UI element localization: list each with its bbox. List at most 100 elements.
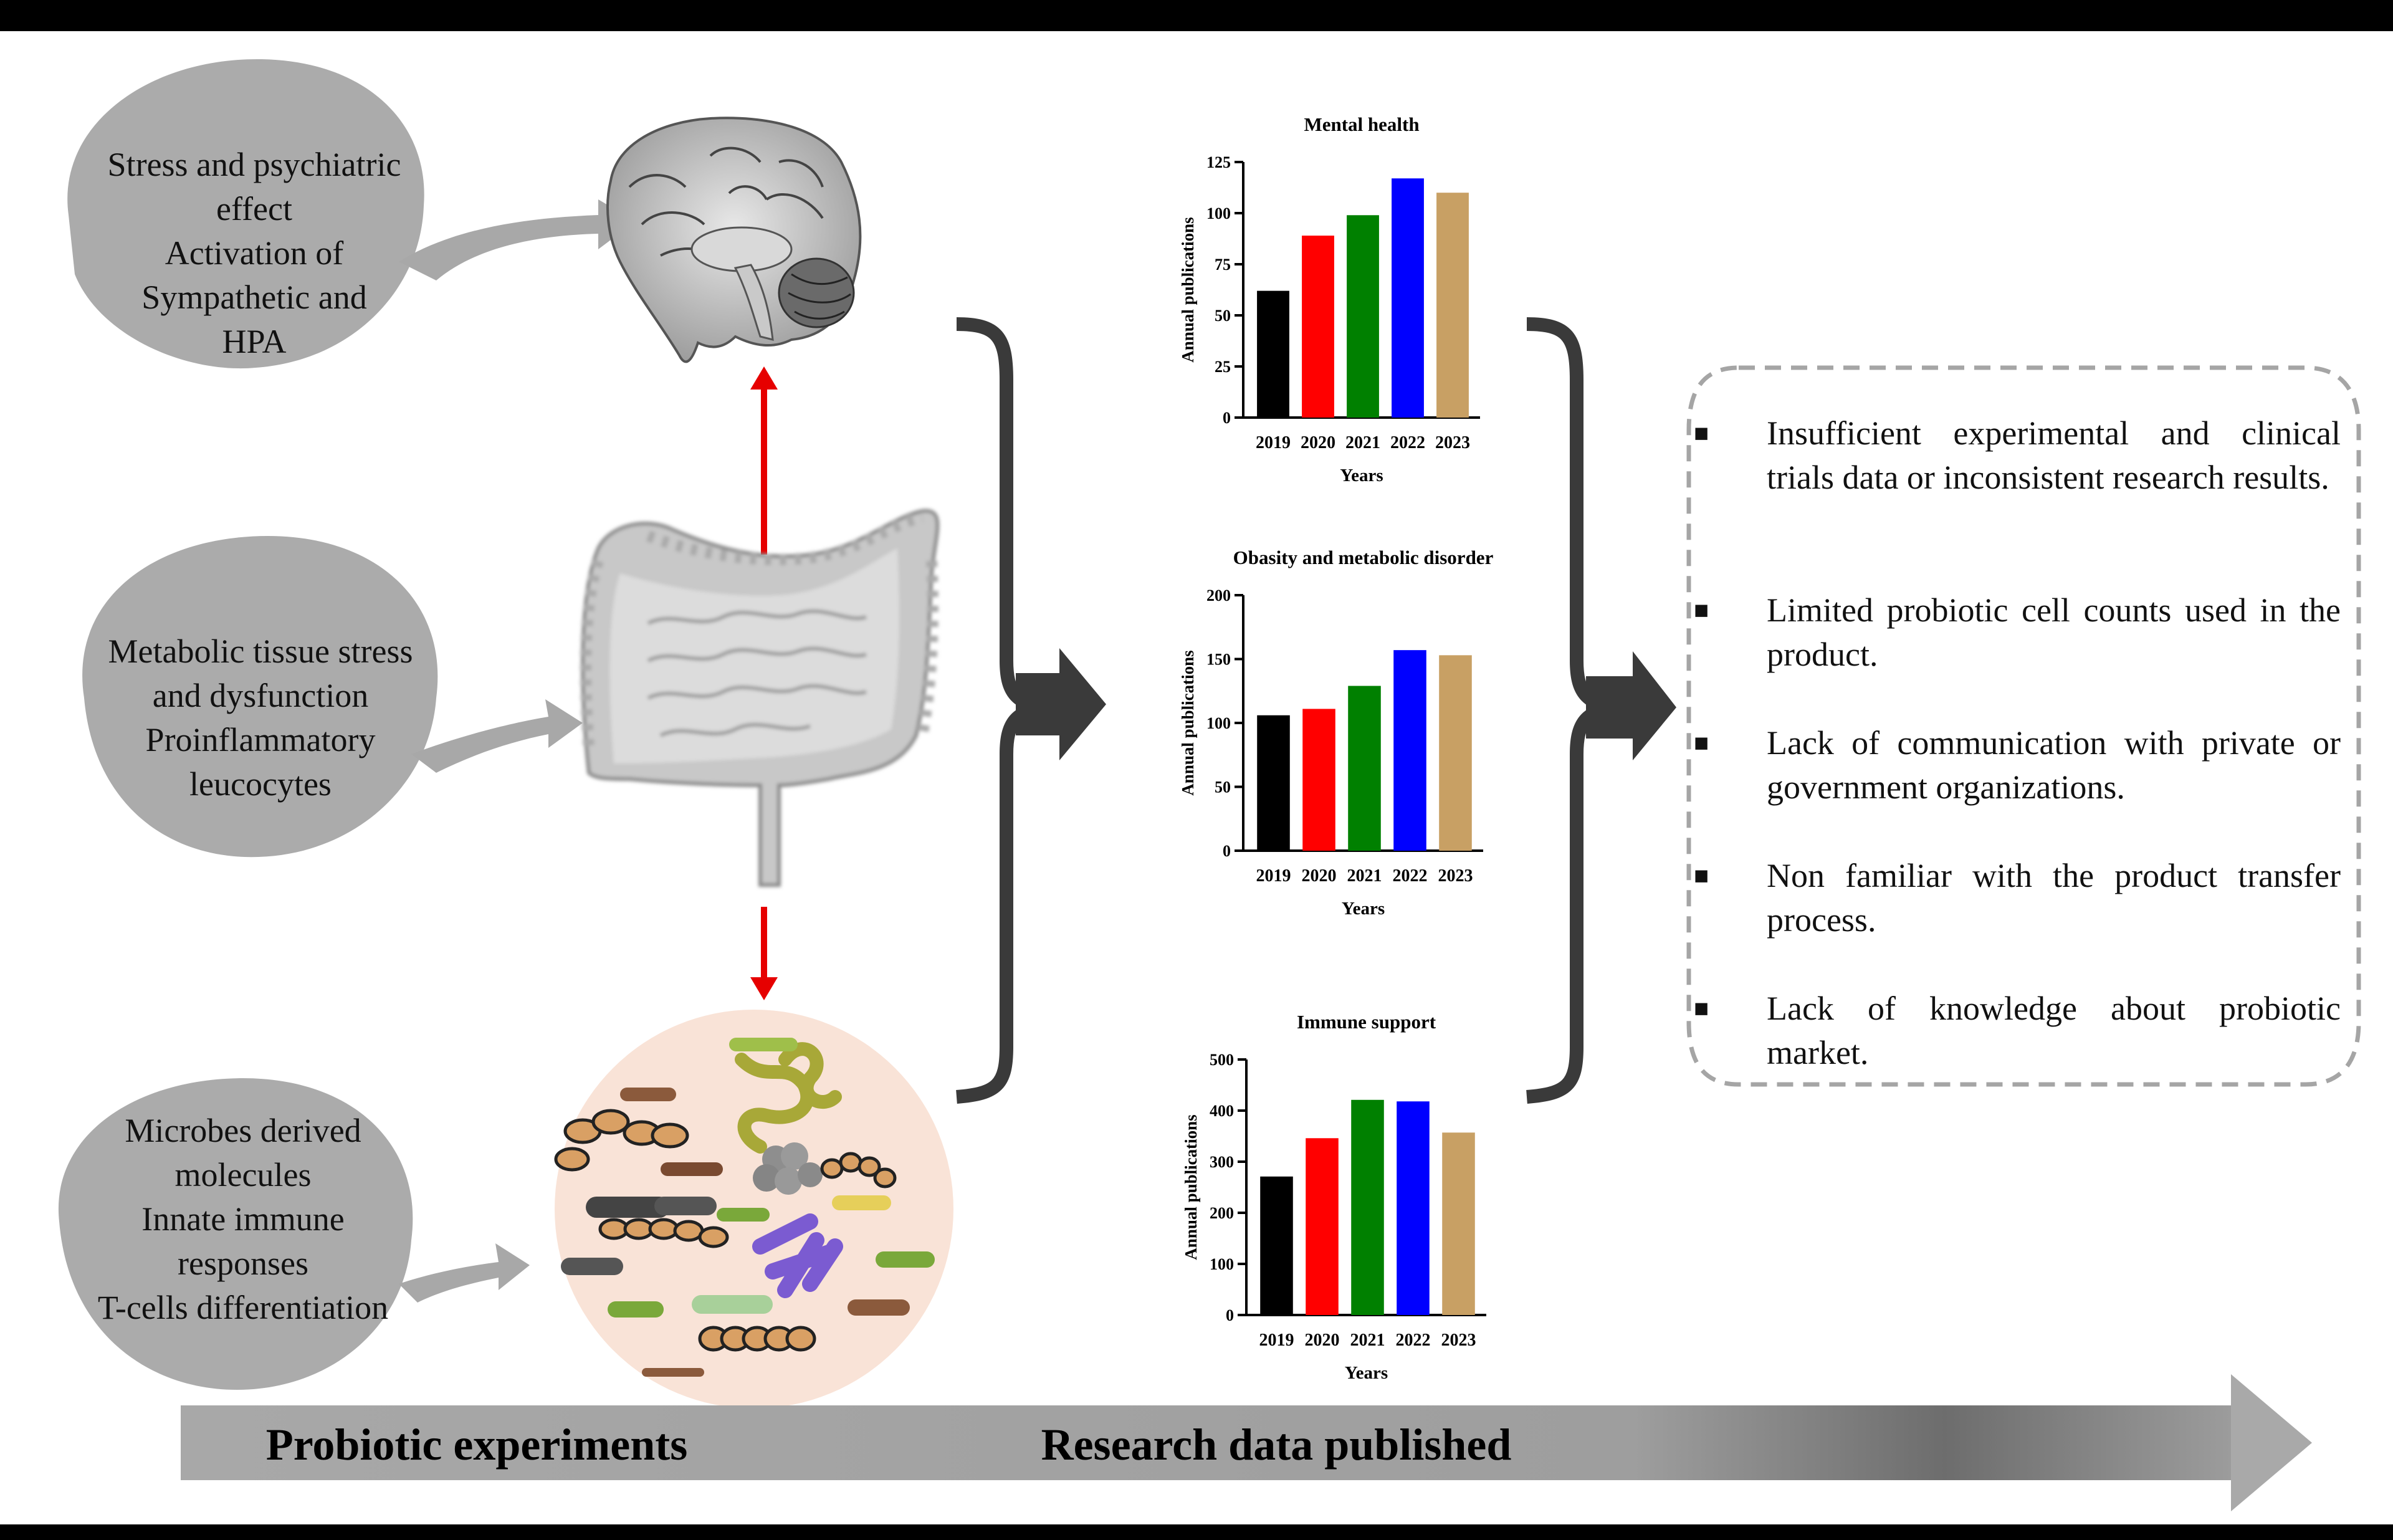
bubble-line: leucocytes <box>189 765 332 803</box>
issues-box <box>1686 365 2361 1087</box>
x-tick-label: 2022 <box>1396 1331 1431 1350</box>
y-tick-label: 150 <box>1206 651 1231 669</box>
bubble-line: Microbes derived <box>125 1112 361 1149</box>
y-tick-label: 0 <box>1223 842 1231 860</box>
x-axis-label: Years <box>1340 466 1383 485</box>
y-tick-label: 50 <box>1215 307 1231 325</box>
label-probiotic-experiments: Probiotic experiments <box>266 1420 688 1470</box>
microbiota-illustration <box>554 1010 953 1408</box>
y-tick-label: 0 <box>1226 1306 1234 1324</box>
bar-2019 <box>1257 290 1289 418</box>
chart-title: Immune support <box>1297 1011 1436 1033</box>
bullet-icon: ■ <box>1694 419 1709 447</box>
x-tick-label: 2021 <box>1347 866 1382 886</box>
chart-title: Obasity and metabolic disorder <box>1233 547 1494 568</box>
bullet-icon: ■ <box>1694 596 1709 624</box>
bar-2021 <box>1347 215 1379 418</box>
x-axis-label: Years <box>1345 1363 1388 1383</box>
bubble-line: Metabolic tissue stress <box>108 633 413 670</box>
bubble-line: Innate immune <box>141 1200 344 1238</box>
bar-2022 <box>1392 178 1424 418</box>
x-tick-label: 2020 <box>1302 866 1337 886</box>
x-axis-label: Years <box>1342 899 1385 919</box>
issue-item: ■ Non familiar with the product transfer… <box>1689 854 2341 942</box>
issue-text: Limited probiotic cell counts used in th… <box>1767 591 2341 673</box>
x-tick-label: 2019 <box>1259 1331 1294 1350</box>
y-axis-label: Annual publications <box>1178 217 1197 362</box>
bullet-icon: ■ <box>1694 729 1709 757</box>
y-tick-label: 500 <box>1210 1051 1234 1069</box>
x-tick-label: 2021 <box>1345 433 1380 452</box>
bar-2020 <box>1306 1138 1339 1315</box>
y-tick-label: 100 <box>1206 204 1231 222</box>
x-tick-label: 2021 <box>1350 1331 1385 1350</box>
bar-2023 <box>1442 1132 1475 1315</box>
bracket-left <box>956 317 1106 1104</box>
y-axis-label: Annual publications <box>1182 1114 1200 1260</box>
y-tick-label: 75 <box>1215 256 1231 274</box>
x-tick-label: 2019 <box>1256 866 1291 886</box>
bar-2022 <box>1397 1101 1430 1315</box>
y-tick-label: 25 <box>1215 358 1231 376</box>
y-tick-label: 200 <box>1210 1204 1234 1222</box>
bar-2022 <box>1393 650 1426 851</box>
intestine-illustration <box>580 509 940 887</box>
issue-item: ■ Lack of communication with private or … <box>1689 721 2341 810</box>
flow-arrow <box>1586 651 1676 760</box>
bubble-line: Stress and psychiatric <box>108 146 401 183</box>
bar-2020 <box>1302 236 1334 418</box>
red-arrow-up <box>750 366 778 555</box>
y-axis-label: Annual publications <box>1178 650 1197 795</box>
issue-text: Lack of communication with private or go… <box>1767 724 2341 806</box>
bubble-line: Activation of <box>165 234 343 272</box>
label-research-data-published: Research data published <box>1041 1420 1512 1470</box>
chart-obesity-metabolic: Obasity and metabolic disorder 0 50 100 150 2… <box>1178 547 1494 919</box>
bubble-line: effect <box>216 190 292 227</box>
x-tick-label: 2022 <box>1390 433 1425 452</box>
y-tick-label: 300 <box>1210 1153 1234 1171</box>
bubble-line: Proinflammatory <box>146 721 376 758</box>
brain-illustration <box>606 117 862 363</box>
y-tick-label: 125 <box>1206 153 1231 171</box>
x-tick-label: 2023 <box>1435 433 1470 452</box>
issue-item: ■ Limited probiotic cell counts used in … <box>1689 588 2341 677</box>
x-tick-label: 2023 <box>1441 1331 1476 1350</box>
bracket-right <box>1526 317 1676 1104</box>
y-tick-label: 400 <box>1210 1102 1234 1120</box>
x-tick-label: 2019 <box>1256 433 1291 452</box>
x-tick-label: 2022 <box>1393 866 1428 886</box>
y-tick-label: 50 <box>1215 778 1231 796</box>
bar-2019 <box>1260 1176 1293 1315</box>
bar-2021 <box>1351 1099 1384 1315</box>
bullet-icon: ■ <box>1694 861 1709 889</box>
bullet-icon: ■ <box>1694 994 1709 1022</box>
bacteria-chain-1 <box>554 1109 689 1172</box>
y-tick-label: 100 <box>1210 1255 1234 1273</box>
bottom-arrow: Probiotic experiments Research data publ… <box>181 1374 2312 1511</box>
x-tick-label: 2020 <box>1305 1331 1340 1350</box>
bubble-arrow <box>399 1243 530 1303</box>
x-tick-label: 2020 <box>1301 433 1335 452</box>
bubble-line: T-cells differentiation <box>98 1289 388 1326</box>
flow-arrow <box>1016 648 1106 760</box>
bar-2019 <box>1257 715 1290 851</box>
bar-2023 <box>1439 655 1472 851</box>
issue-item: ■ Lack of knowledge about probiotic mark… <box>1689 987 2341 1075</box>
y-tick-label: 100 <box>1206 714 1231 732</box>
bar-2023 <box>1436 193 1469 418</box>
bubble-line: responses <box>178 1245 308 1282</box>
issue-text: Insufficient experimental and clinical t… <box>1767 414 2341 496</box>
x-tick-label: 2023 <box>1438 866 1473 886</box>
bar-2020 <box>1302 709 1335 851</box>
bar-2021 <box>1348 686 1381 851</box>
bubble-arrow <box>399 199 636 280</box>
